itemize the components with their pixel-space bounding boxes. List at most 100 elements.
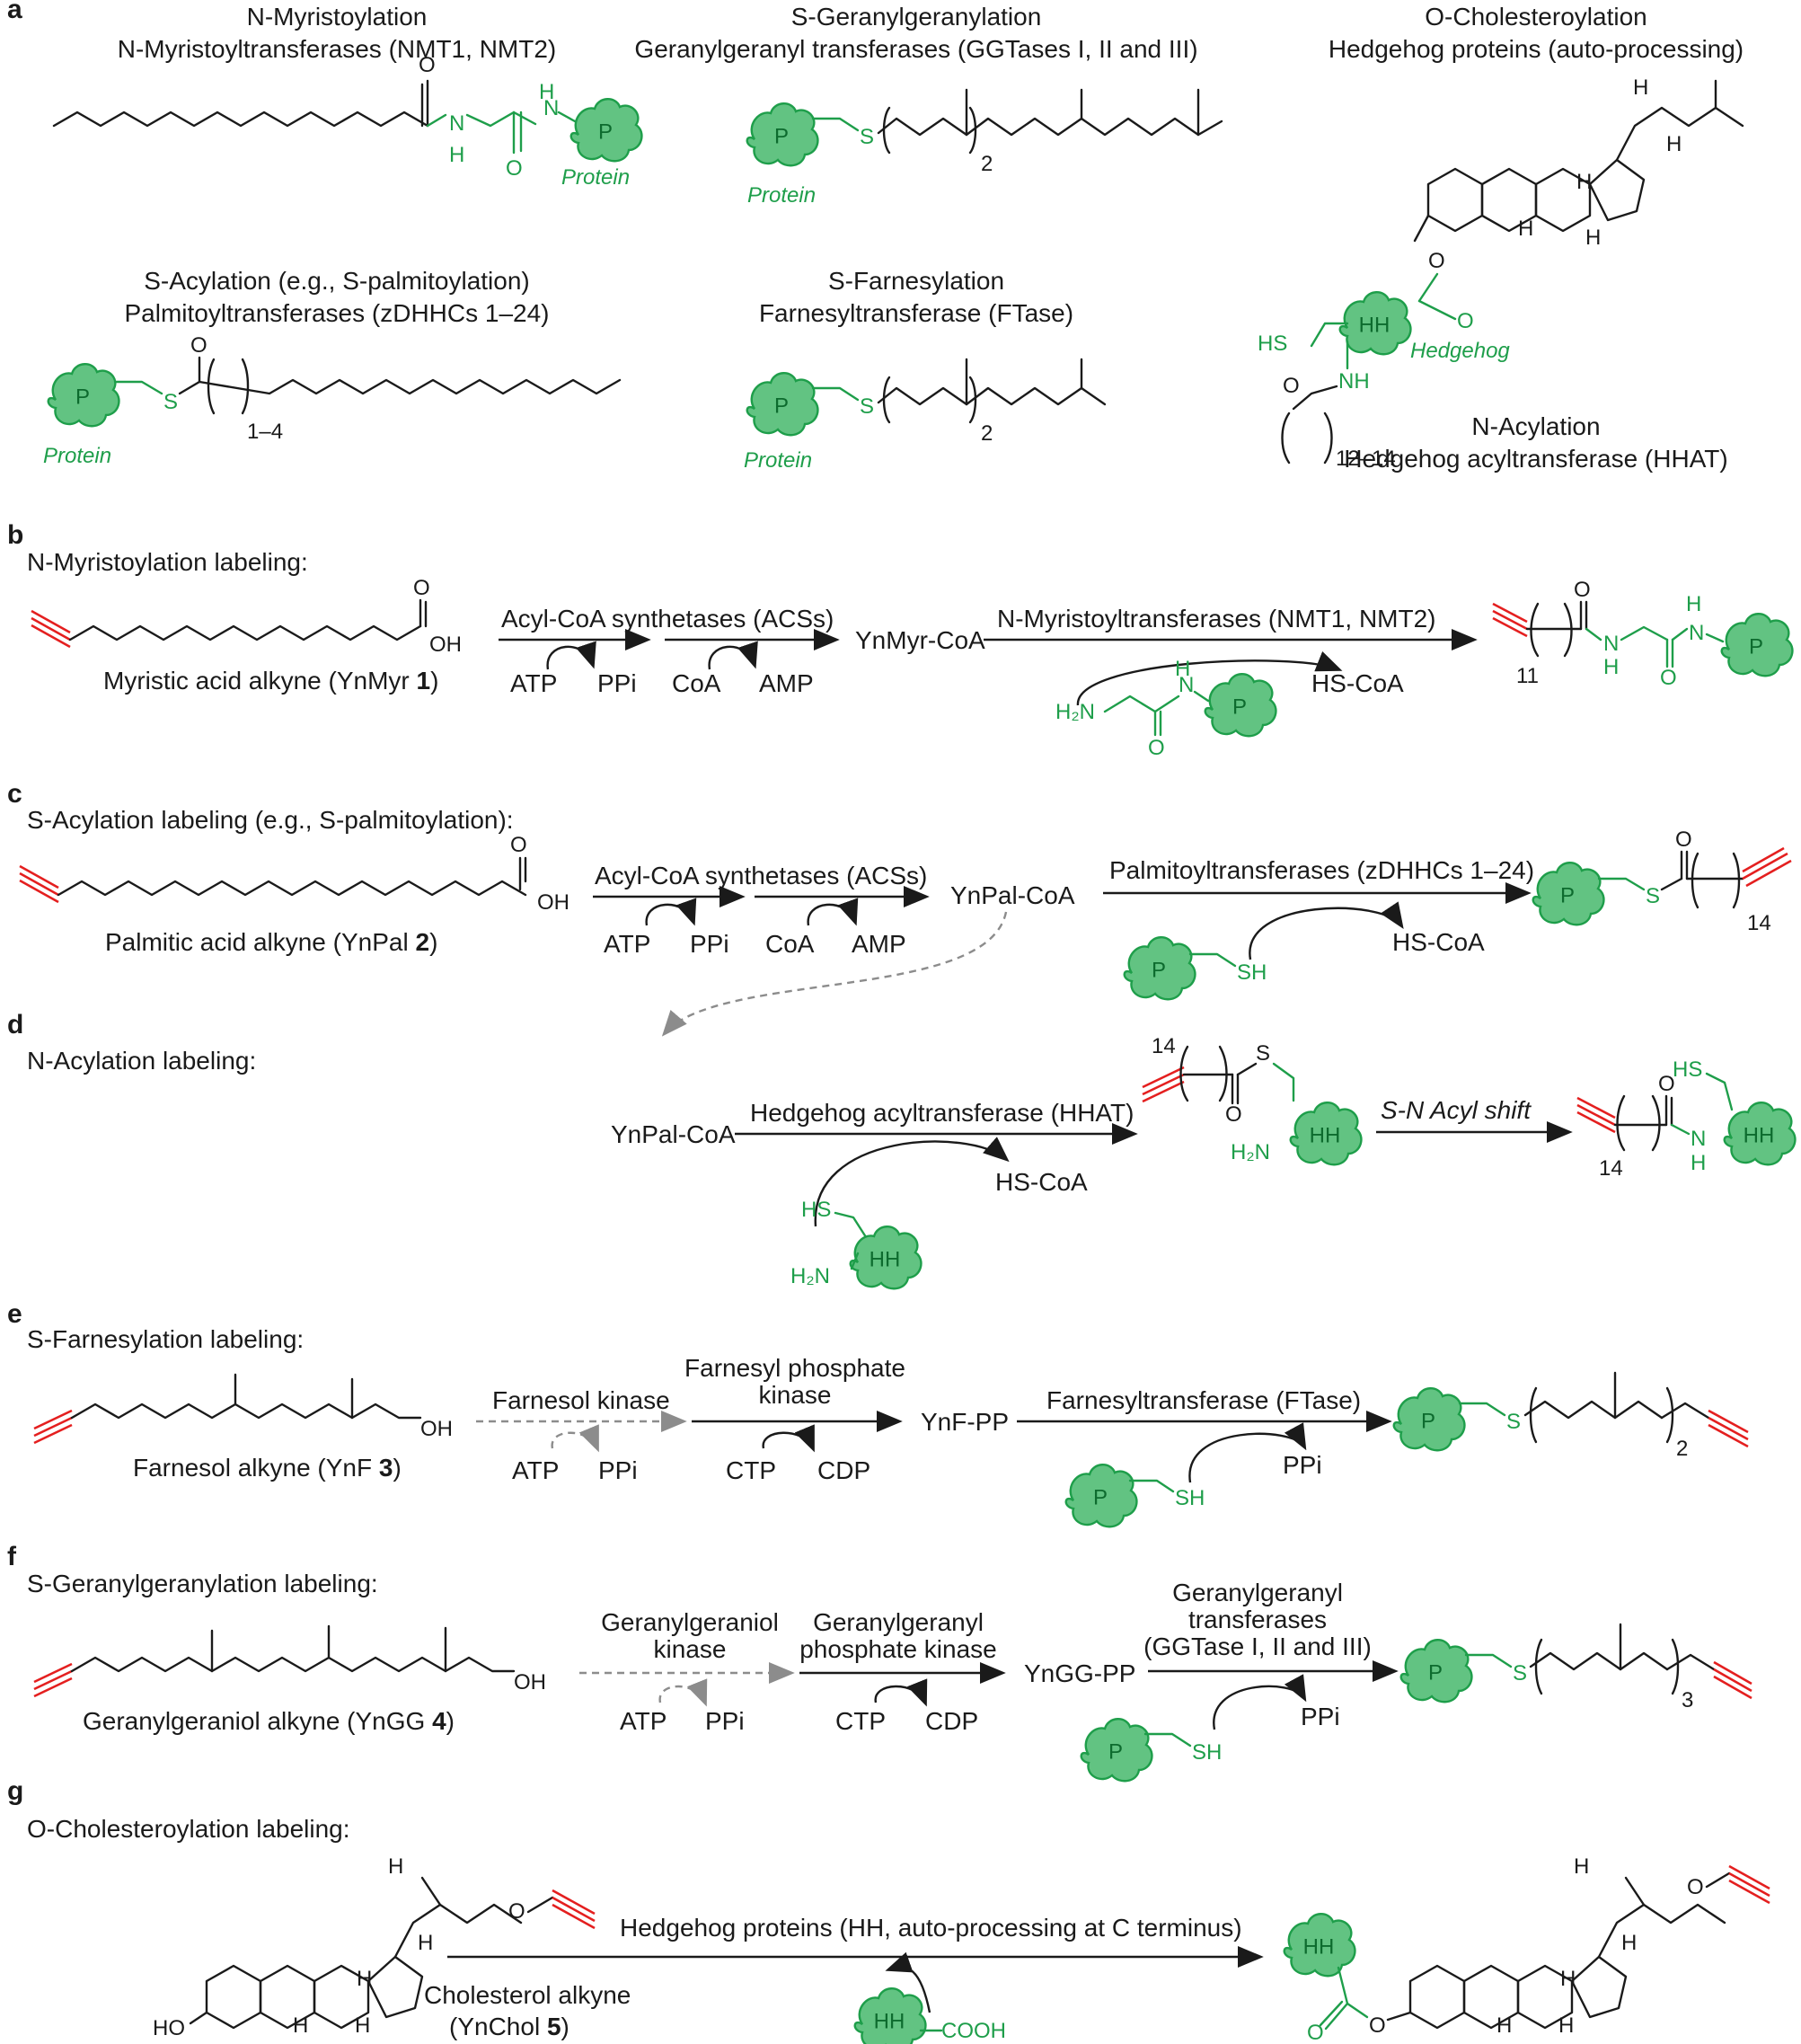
subscript: 14 xyxy=(1152,1034,1176,1058)
blob-label: HH xyxy=(1359,313,1390,337)
blob-label: P xyxy=(1093,1485,1108,1509)
ppi-label: PPi xyxy=(1283,1451,1322,1479)
atom-s: S xyxy=(860,125,874,149)
blob-label: P xyxy=(774,394,789,418)
atom-o: O xyxy=(1658,1072,1675,1096)
atom-n: N xyxy=(1179,673,1194,697)
probe-3-label: Farnesol alkyne (YnF 3) xyxy=(133,1454,402,1482)
cooh-label: COOH xyxy=(941,2019,1006,2043)
palmitoylated-product: P S O 14 xyxy=(1532,827,1792,935)
ftase-enzyme-label: Farnesyltransferase (FTase) xyxy=(1046,1386,1361,1414)
cysteine-protein-structure: P SH xyxy=(1064,1464,1205,1528)
myristoylation-enzyme: N-Myristoyltransferases (NMT1, NMT2) xyxy=(118,35,556,63)
cholesteroylation-title: O-Cholesteroylation xyxy=(1425,3,1647,31)
probe-4-label: Geranylgeraniol alkyne (YnGG 4) xyxy=(83,1707,455,1735)
atom-oh: OH xyxy=(429,633,462,657)
ggtase-enzyme-l3: (GGTase I, II and III) xyxy=(1143,1633,1372,1660)
hh-enzyme-label: Hedgehog proteins (HH, auto-processing a… xyxy=(620,1914,1242,1942)
glycine-protein-structure: H₂N O N H P xyxy=(1055,657,1277,760)
coa-label: CoA xyxy=(765,930,815,958)
atom-h: H xyxy=(1558,2013,1574,2038)
coa-label: CoA xyxy=(672,669,721,697)
atom-h2n: H₂N xyxy=(790,1264,830,1288)
myristoyl-structure: O N H O N H P Protein xyxy=(52,53,643,190)
subscript: 14 xyxy=(1747,911,1771,935)
atom-h: H xyxy=(1666,132,1682,156)
acs-enzyme-label: Acyl-CoA synthetases (ACSs) xyxy=(501,605,834,633)
amp-label: AMP xyxy=(759,669,814,697)
atp-label: ATP xyxy=(510,669,557,697)
blob-label: HH xyxy=(1744,1123,1775,1147)
atom-o: O xyxy=(419,53,436,77)
atom-o: O xyxy=(1307,2021,1324,2044)
ggtase-enzyme-l1: Geranylgeranyl xyxy=(1172,1579,1343,1606)
atom-o: O xyxy=(1283,374,1300,398)
protein-label: Protein xyxy=(747,183,816,208)
subscript: 14 xyxy=(1599,1156,1623,1181)
panel-letter-f: f xyxy=(7,1542,17,1571)
panel-letter-a: a xyxy=(7,0,22,24)
atom-o: O xyxy=(1148,736,1165,760)
panel-letter-e: e xyxy=(7,1299,22,1329)
cysteine-protein-structure: P SH xyxy=(1123,936,1267,1001)
farnesol-alkyne-structure: OH xyxy=(33,1373,453,1445)
panel-letter-g: g xyxy=(7,1776,23,1806)
hedgehog-label: Hedgehog xyxy=(1410,339,1510,363)
atom-h: H xyxy=(1574,1854,1589,1879)
protein-label: Protein xyxy=(744,448,812,473)
atom-o: O xyxy=(1574,578,1591,602)
blob-label: P xyxy=(1232,695,1247,719)
atom-o: O xyxy=(1225,1102,1242,1127)
blob-label: P xyxy=(1152,958,1166,982)
atom-h: H xyxy=(1175,657,1190,681)
acs-enzyme-label: Acyl-CoA synthetases (ACSs) xyxy=(595,862,927,889)
gg-kinase-l2: kinase xyxy=(654,1635,727,1663)
atom-o: O xyxy=(508,1899,525,1924)
blob-label: P xyxy=(1421,1409,1435,1433)
myristoylation-title: N-Myristoylation xyxy=(247,3,428,31)
farnesyl-phosphate-kinase-l1: Farnesyl phosphate xyxy=(684,1354,905,1382)
geranylgeranylation-enzyme: Geranylgeranyl transferases (GGTases I, … xyxy=(634,35,1197,63)
atom-h: H xyxy=(1585,226,1601,250)
atom-sh: SH xyxy=(1175,1486,1205,1510)
n-acylated-product: 14 O N H HS HH xyxy=(1576,1057,1797,1181)
atom-oh: OH xyxy=(537,890,569,915)
panel-e-title: S-Farnesylation labeling: xyxy=(27,1325,304,1353)
ctp-label: CTP xyxy=(835,1707,886,1735)
atom-o: O xyxy=(1369,2013,1386,2038)
atom-n: N xyxy=(543,96,559,120)
atom-o: O xyxy=(1687,1875,1704,1899)
atom-ho: HO xyxy=(153,2016,185,2040)
nacylation-title: N-Acylation xyxy=(1471,412,1600,440)
ppi-label: PPi xyxy=(598,1456,638,1484)
atom-s: S xyxy=(1646,884,1660,908)
farnesylation-title: S-Farnesylation xyxy=(828,267,1004,295)
nacylation-enzyme: Hedgehog acyltransferase (HHAT) xyxy=(1344,445,1727,473)
palmitoyl-structure: P S O 1–4 Protein xyxy=(43,333,622,468)
hscoa-label: HS-CoA xyxy=(995,1168,1088,1196)
blob-label: P xyxy=(1108,1739,1123,1764)
atom-o: O xyxy=(1428,249,1445,273)
ctp-label: CTP xyxy=(726,1456,776,1484)
farnesylation-enzyme: Farnesyltransferase (FTase) xyxy=(759,299,1073,327)
ynpal-coa-label: YnPal-CoA xyxy=(950,881,1075,909)
atom-h: H xyxy=(1560,1967,1576,1991)
panel-letter-d: d xyxy=(7,1010,23,1040)
atom-h: H xyxy=(449,143,464,167)
atom-o: O xyxy=(506,156,523,181)
atom-o: O xyxy=(190,333,207,358)
atom-s: S xyxy=(860,394,874,419)
cholesterol-alkyne-structure: H H H H H O HO xyxy=(153,1854,596,2040)
atom-n: N xyxy=(1691,1127,1706,1151)
atom-hs: HS xyxy=(801,1198,831,1222)
protein-label: Protein xyxy=(561,165,630,190)
atom-o: O xyxy=(510,833,527,857)
subscript: 1–4 xyxy=(247,420,283,444)
cholesteroylated-product: HH O O H H H H H O xyxy=(1283,1854,1770,2044)
gg-phosphate-kinase-l1: Geranylgeranyl xyxy=(813,1608,984,1636)
atom-h: H xyxy=(1576,170,1592,194)
hedgehog-ncys-reactant: HS HH H₂N xyxy=(790,1198,923,1290)
atom-h: H xyxy=(357,1967,372,1991)
cdp-label: CDP xyxy=(817,1456,870,1484)
atp-label: ATP xyxy=(512,1456,559,1484)
